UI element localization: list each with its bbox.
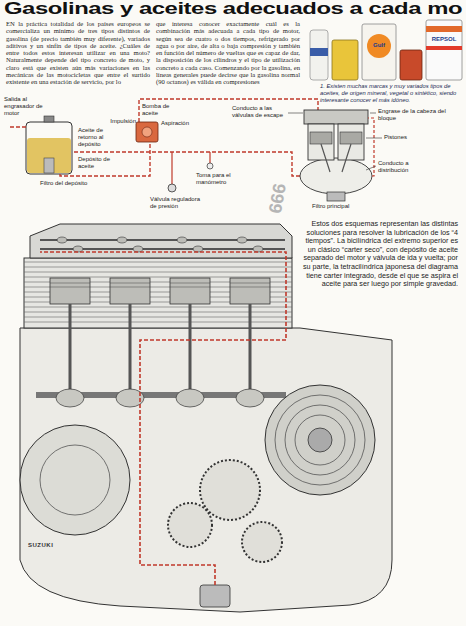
part-label: Aceite de retorno al depósito	[78, 127, 120, 148]
cylinder-head	[304, 110, 368, 124]
part-label: Filtro principal	[312, 203, 368, 210]
oil-filter	[200, 585, 230, 607]
part-label: Conducto a las válvulas de escape	[232, 105, 286, 119]
counterweights	[56, 389, 264, 407]
generator-cover	[20, 425, 130, 535]
generator-rotor	[40, 445, 110, 515]
oil-line	[40, 252, 286, 585]
piston	[310, 132, 332, 144]
gear	[242, 522, 282, 562]
counterweight	[56, 389, 84, 407]
part-label: Salida al engrasador de motor	[4, 96, 44, 117]
brand-label: Gulf	[367, 42, 391, 49]
jar	[400, 50, 422, 80]
oil-line	[72, 152, 300, 176]
gauge-fitting	[207, 163, 213, 169]
crankcase	[300, 158, 372, 194]
bottle-band	[310, 48, 328, 56]
piston	[50, 278, 90, 304]
cam-lobe	[177, 237, 187, 243]
part-label: Bomba de aceite	[142, 103, 182, 117]
crankcase	[20, 328, 392, 612]
note-text: Estos dos esquemas representan las disti…	[298, 220, 458, 289]
can	[426, 20, 462, 80]
piston	[340, 132, 362, 144]
oil-line	[60, 142, 150, 176]
cam-cover	[30, 224, 292, 258]
oil-pump	[136, 122, 158, 142]
photo-caption: 1. Existen muchas marcas y muy variados …	[320, 83, 462, 103]
pump-rotor	[142, 127, 152, 137]
cylinder	[308, 124, 334, 160]
cam-lobe	[133, 246, 143, 252]
gulf-disc	[367, 34, 391, 58]
clutch-plate	[275, 395, 365, 485]
main-filter	[327, 192, 345, 201]
clutch	[265, 385, 375, 495]
cam-lobe	[73, 246, 83, 252]
part-label: Conducto a distribución	[378, 160, 434, 174]
cylinder-block	[24, 258, 292, 328]
bottle	[310, 30, 328, 80]
piston-rings	[50, 283, 270, 287]
counterweight	[236, 389, 264, 407]
part-label: Filtro del depósito	[40, 180, 110, 187]
pressure-valve	[168, 184, 176, 192]
oil-cans-photo	[310, 20, 462, 80]
pistons	[50, 278, 270, 304]
part-label: Depósito de aceite	[78, 156, 120, 170]
con-rods	[70, 304, 250, 390]
dry-sump-schematic	[8, 99, 382, 201]
oil-line	[139, 99, 318, 122]
con-rod	[321, 144, 351, 172]
clutch-hub	[308, 428, 332, 452]
cooling-fins	[24, 262, 292, 322]
can-stripe	[426, 26, 462, 32]
piston	[230, 278, 270, 304]
can-stripe	[426, 46, 462, 50]
brand-label: SUZUKI	[28, 542, 72, 549]
cam-lobes	[57, 237, 263, 252]
piston	[110, 278, 150, 304]
watermark: 666	[265, 181, 291, 216]
cam-lobe	[193, 246, 203, 252]
part-label: Impulsión	[104, 118, 136, 125]
page-title: Gasolinas y aceites adecuados a cada mo	[4, 0, 462, 18]
clutch-plate	[295, 415, 345, 465]
oil-tank	[26, 122, 72, 174]
tank-cap	[44, 116, 54, 122]
can	[332, 40, 358, 80]
tank-filter	[44, 158, 54, 173]
clutch-plate	[285, 405, 355, 475]
cam-lobe	[117, 237, 127, 243]
part-label: Toma para el manómetro	[196, 172, 250, 186]
gear	[168, 503, 212, 547]
cylinder	[338, 124, 364, 160]
brand-label: REPSOL	[427, 36, 461, 43]
body-text: EN la práctica totalidad de los países e…	[6, 20, 150, 86]
gear	[200, 460, 260, 520]
can	[362, 24, 396, 80]
part-label: Aspiración	[161, 120, 195, 127]
leader-line	[288, 113, 382, 170]
piston	[170, 278, 210, 304]
valve-line	[171, 152, 172, 184]
oil-line	[8, 126, 26, 127]
gauge-tap	[209, 152, 210, 163]
cam-lobe	[237, 237, 247, 243]
part-label: Válvula reguladora de presión	[150, 196, 208, 210]
part-label: Pistones	[384, 134, 424, 141]
counterweight	[176, 389, 204, 407]
cam-lobe	[57, 237, 67, 243]
body-text: que interesa conocer exactamente cuál es…	[156, 20, 300, 86]
cam-lobe	[253, 246, 263, 252]
part-label: Engrase de la cabeza del bloque	[378, 108, 448, 122]
oil-level	[27, 138, 71, 173]
